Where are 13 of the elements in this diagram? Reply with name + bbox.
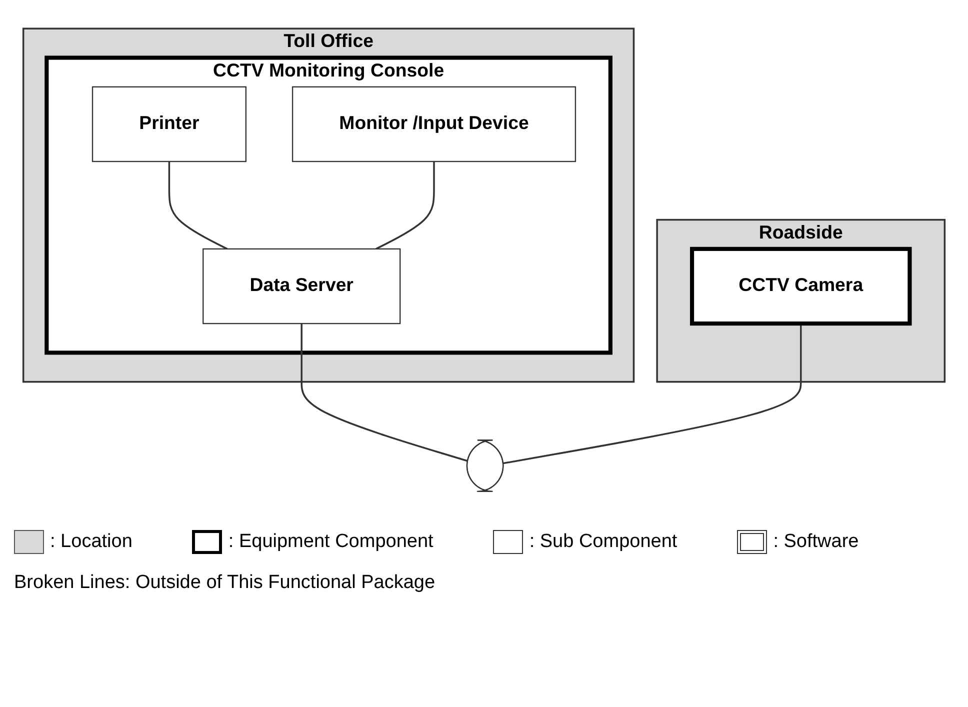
node-box: CCTV Camera [690, 246, 912, 326]
legend-text: : Software [773, 531, 859, 553]
legend-text: : Location [50, 531, 132, 553]
node-box: Data Server [202, 248, 401, 324]
connector [503, 324, 802, 464]
legend-text: : Sub Component [529, 531, 678, 553]
note-text: Broken Lines: Outside of This Functional Package [14, 572, 436, 594]
legend-text: : Equipment Component [228, 531, 434, 553]
node-box: Monitor /Input Device [292, 86, 576, 162]
connector [168, 162, 228, 250]
node-box: Printer [92, 86, 246, 162]
connector [300, 324, 468, 462]
connector [376, 162, 435, 250]
